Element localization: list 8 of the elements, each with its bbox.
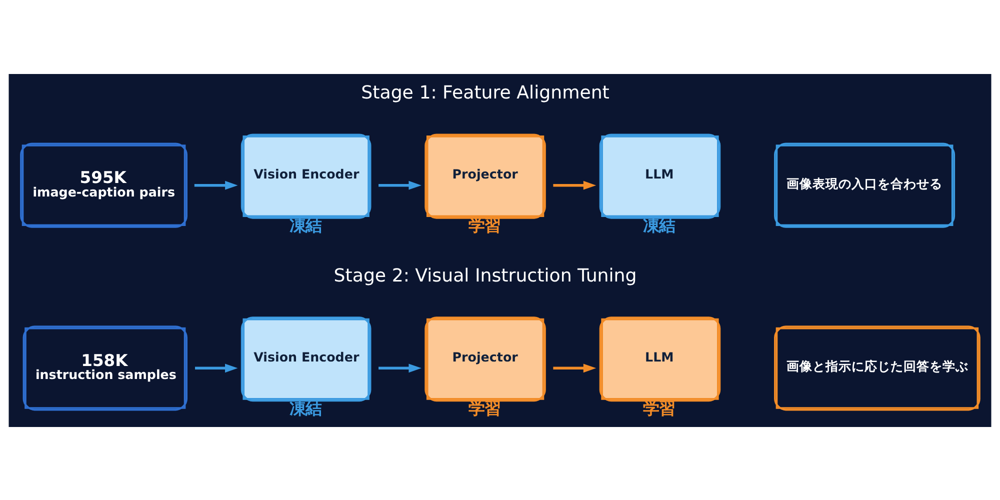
arrow: [378, 363, 422, 372]
arrow: [195, 363, 238, 372]
arrow: [553, 180, 596, 190]
arrow: [553, 363, 596, 372]
arrow: [194, 180, 238, 190]
arrow: [378, 180, 422, 190]
label: Stage 1: Feature Alignment: [361, 82, 610, 103]
label: Stage 2: Visual Instruction Tuning: [334, 264, 637, 286]
